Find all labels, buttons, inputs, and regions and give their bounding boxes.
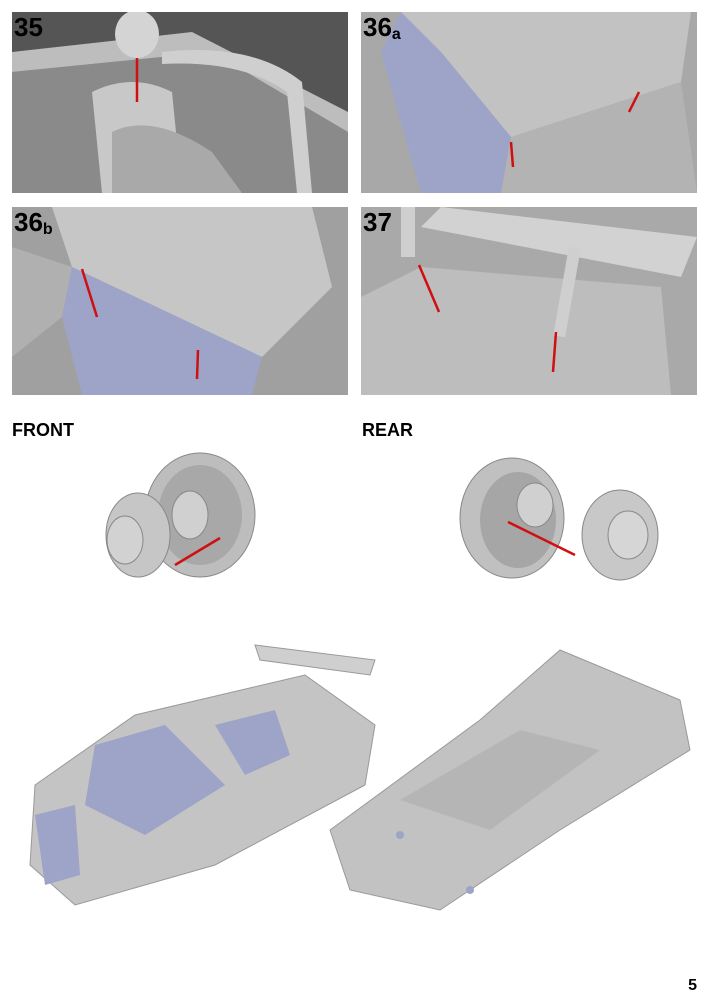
step-37-illustration [361, 207, 697, 395]
step-36b-panel: 36b [12, 207, 348, 395]
step-35-illustration [12, 12, 348, 193]
step-number-text: 35 [14, 12, 43, 42]
step-number-text: 36 [363, 12, 392, 42]
step-number: 35 [14, 12, 43, 47]
step-37-panel: 37 [361, 207, 697, 395]
rear-wheel-illustration [459, 457, 659, 581]
step-36a-illustration [381, 12, 697, 193]
front-label: FRONT [12, 420, 74, 440]
step-sub: b [42, 221, 53, 238]
chassis-illustration [329, 649, 691, 911]
step-number: 36b [14, 207, 53, 242]
step-number-text: 37 [363, 207, 392, 237]
step-number: 36a [363, 12, 401, 47]
rear-label: REAR [362, 420, 414, 440]
step-number-text: 36 [14, 207, 43, 237]
page-number: 5 [688, 977, 697, 994]
front-wheel-illustration [105, 452, 256, 578]
step-sub: a [391, 26, 401, 43]
step-number: 37 [363, 207, 392, 242]
car-body-illustration [29, 644, 376, 906]
step-36a-panel: 36a [361, 12, 697, 193]
step-36b-illustration [12, 207, 332, 395]
step-35-panel: 35 [12, 12, 348, 193]
